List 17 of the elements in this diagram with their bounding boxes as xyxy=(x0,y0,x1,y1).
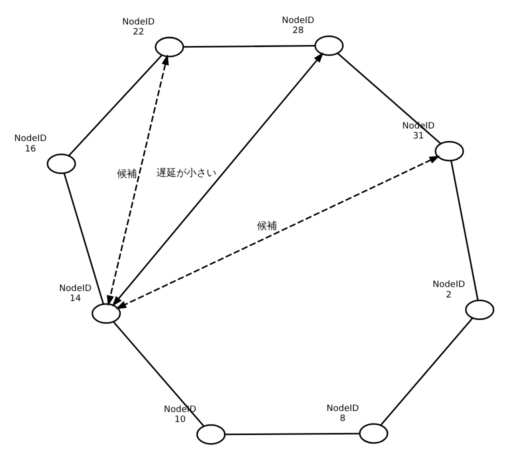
node-label: NodeID xyxy=(282,16,314,26)
node-label: NodeID xyxy=(14,134,47,144)
node-label: 28 xyxy=(292,26,304,36)
node-label: NodeID xyxy=(59,283,92,294)
node-label: NodeID xyxy=(432,280,465,290)
node-label: 22 xyxy=(132,27,144,38)
node-label: 16 xyxy=(24,144,36,154)
edge-label: 候補 xyxy=(117,168,138,180)
node-label: NodeID xyxy=(326,403,359,414)
node-label: 10 xyxy=(174,414,186,425)
node-label: 8 xyxy=(340,414,346,424)
node-label: 31 xyxy=(412,131,424,142)
edge-label: 候補 xyxy=(257,220,278,232)
node-label: 14 xyxy=(70,294,81,304)
node-label: 2 xyxy=(446,290,452,300)
edge-label: 遅延が小さい xyxy=(156,167,216,178)
node-label: NodeID xyxy=(122,16,155,27)
